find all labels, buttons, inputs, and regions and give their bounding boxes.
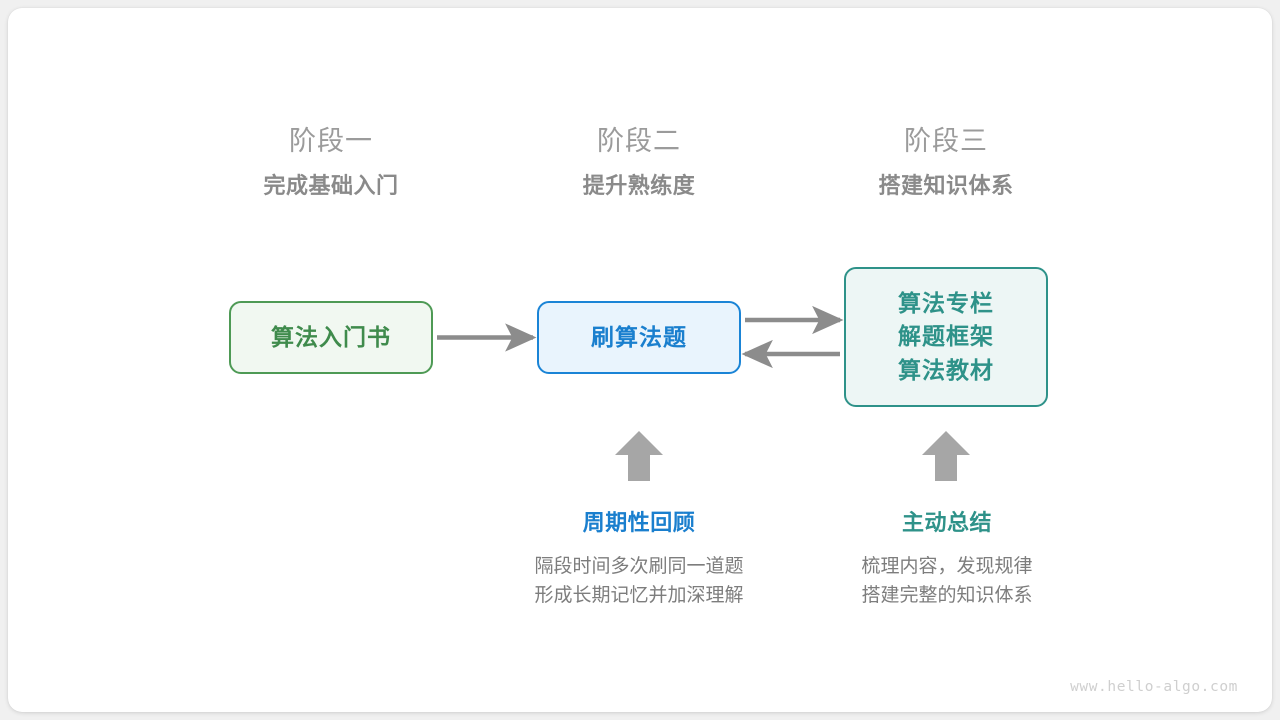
annotation-title: 主动总结 <box>901 510 992 535</box>
node-algorithm-intro-book[interactable]: 算法入门书 <box>229 301 433 374</box>
annotation-title: 周期性回顾 <box>582 510 696 535</box>
annotation-description-line-2: 形成长期记忆并加深理解 <box>534 585 744 607</box>
phase-subtitle: 提升熟练度 <box>582 173 696 199</box>
node-label: 算法入门书 <box>271 323 391 350</box>
node-label: 刷算法题 <box>591 323 687 350</box>
phase-title: 阶段一 <box>289 126 373 156</box>
phase-header-1: 阶段一 完成基础入门 <box>201 126 461 198</box>
annotation-description: 隔段时间多次刷同一道题 形成长期记忆并加深理解 <box>479 553 799 611</box>
watermark: www.hello-algo.com <box>1070 679 1238 695</box>
annotation-active-summary: 主动总结 梳理内容，发现规律 搭建完整的知识体系 <box>787 510 1107 611</box>
node-practice-problems[interactable]: 刷算法题 <box>537 301 741 374</box>
phase-subtitle: 完成基础入门 <box>263 173 399 199</box>
annotation-description: 梳理内容，发现规律 搭建完整的知识体系 <box>787 553 1107 611</box>
phase-header-2: 阶段二 提升熟练度 <box>509 126 769 198</box>
node-label-line-1: 算法专栏 <box>898 290 994 317</box>
node-knowledge-resources[interactable]: 算法专栏 解题框架 算法教材 <box>844 267 1048 407</box>
phase-header-3: 阶段三 搭建知识体系 <box>816 126 1076 198</box>
annotation-description-line-1: 隔段时间多次刷同一道题 <box>534 556 744 578</box>
phase-subtitle: 搭建知识体系 <box>878 173 1014 199</box>
node-label-line-3: 算法教材 <box>898 356 994 383</box>
phase-title: 阶段二 <box>597 126 681 156</box>
annotation-description-line-2: 搭建完整的知识体系 <box>861 585 1033 607</box>
phase-title: 阶段三 <box>904 126 988 156</box>
node-label-line-2: 解题框架 <box>898 323 994 350</box>
annotation-description-line-1: 梳理内容，发现规律 <box>861 556 1033 578</box>
annotation-periodic-review: 周期性回顾 隔段时间多次刷同一道题 形成长期记忆并加深理解 <box>479 510 799 611</box>
